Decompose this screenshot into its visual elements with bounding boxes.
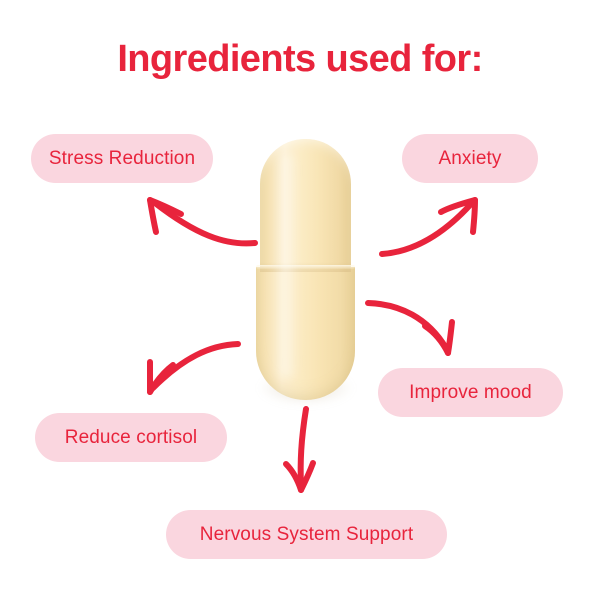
capsule-pill	[255, 139, 356, 405]
benefit-badge-label: Reduce cortisol	[64, 426, 198, 448]
page-title: Ingredients used for:	[117, 38, 483, 80]
capsule-bottom-half	[256, 267, 355, 400]
capsule-seam	[256, 265, 355, 269]
benefit-badge-anxiety[interactable]: Anxiety	[402, 134, 538, 183]
arrow-to-reduce-cortisol-icon	[147, 341, 241, 395]
arrow-to-anxiety-icon	[379, 197, 478, 257]
benefit-badge-label: Improve mood	[409, 381, 532, 403]
benefit-badge-reduce-cortisol[interactable]: Reduce cortisol	[35, 413, 227, 462]
benefit-badge-label: Stress Reduction	[48, 147, 196, 169]
arrow-to-stress-reduction-icon	[147, 197, 258, 247]
capsule-top-half	[260, 139, 351, 272]
benefit-badge-stress-reduction[interactable]: Stress Reduction	[31, 134, 213, 183]
benefit-badge-label: Anxiety	[438, 147, 502, 169]
benefit-badge-improve-mood[interactable]: Improve mood	[378, 368, 563, 417]
benefit-badge-nervous-system-support[interactable]: Nervous System Support	[166, 510, 447, 559]
arrow-to-improve-mood-icon	[365, 300, 455, 356]
benefit-badge-label: Nervous System Support	[199, 523, 414, 545]
arrow-to-nervous-system-support-icon	[283, 406, 316, 493]
